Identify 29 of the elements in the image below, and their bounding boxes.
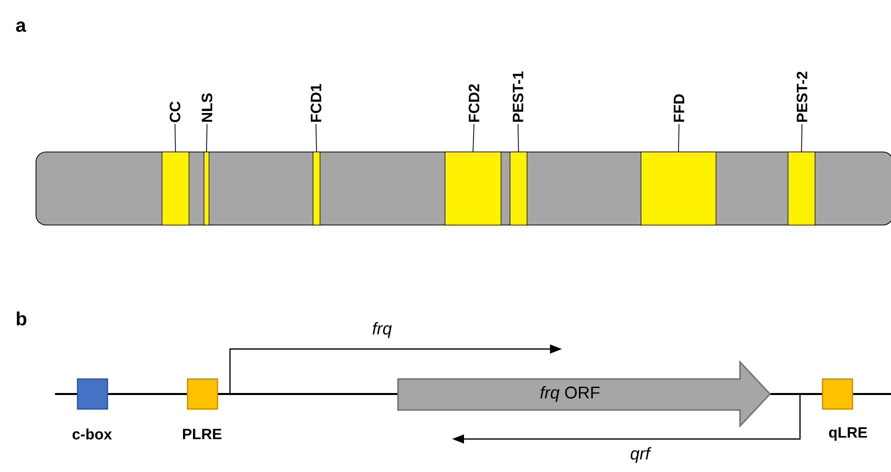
- domain-label: FFD: [674, 94, 684, 122]
- element-label: PLRE: [183, 428, 222, 440]
- domain-box: [162, 152, 190, 226]
- domain-label: CC: [170, 102, 180, 122]
- domain-box: [510, 152, 528, 226]
- leader-line: [316, 124, 317, 152]
- domain-box: [444, 152, 502, 226]
- panel-letter: a: [16, 22, 26, 32]
- domain-label: FCD2: [468, 84, 480, 122]
- domain-label: NLS: [202, 93, 212, 122]
- domain-box: [640, 152, 716, 226]
- domain-box: [312, 152, 320, 226]
- panel-letter: b: [16, 312, 26, 326]
- element-label: c-box: [72, 428, 112, 440]
- edge-label: frq: [372, 322, 392, 338]
- leader-line: [206, 124, 208, 152]
- domain-label: PEST-1: [512, 72, 524, 122]
- leader-line: [518, 124, 519, 152]
- orf-label: frq ORF: [540, 386, 600, 402]
- domain-box: [204, 152, 210, 226]
- domain-box: [788, 152, 816, 226]
- leader-line: [472, 124, 474, 152]
- leader-line: [678, 124, 680, 152]
- domain-label: PEST-2: [796, 72, 808, 122]
- leader-line: [174, 124, 176, 152]
- domain-label: FCD1: [310, 84, 322, 122]
- leader-line: [801, 124, 802, 152]
- element-label: qLRE: [829, 427, 867, 441]
- edge-label: qrf: [630, 447, 652, 463]
